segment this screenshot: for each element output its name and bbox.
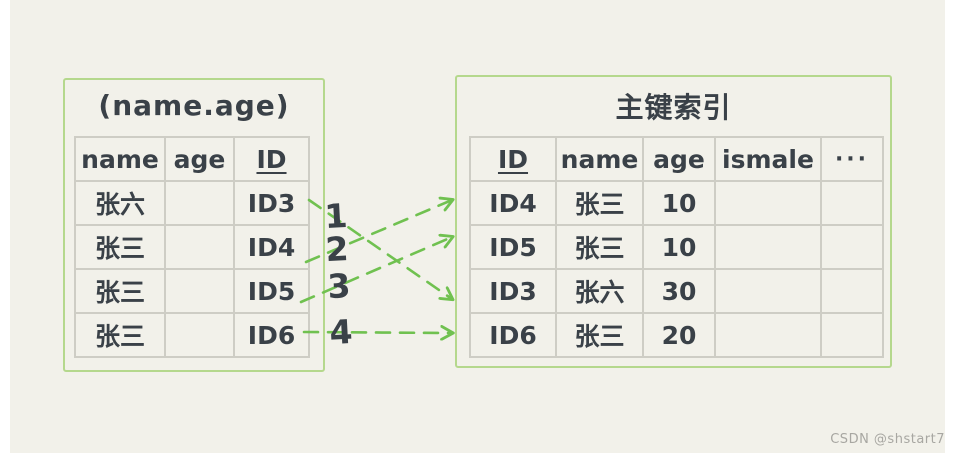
cell-age bbox=[164, 268, 235, 314]
sequence-label-2: 2 bbox=[324, 228, 350, 270]
col-header-age: age bbox=[164, 136, 235, 182]
cell-extra bbox=[820, 180, 884, 226]
watermark-text: CSDN @shstart7 bbox=[830, 432, 945, 447]
cell-age: 10 bbox=[642, 180, 716, 226]
cell-name: 张三 bbox=[74, 224, 166, 270]
cell-age bbox=[164, 224, 235, 270]
table-row: ID3 张六 30 bbox=[469, 268, 884, 314]
cell-ismale bbox=[714, 268, 822, 314]
cell-age bbox=[164, 180, 235, 226]
cell-id: ID3 bbox=[233, 180, 310, 226]
cell-ismale bbox=[714, 224, 822, 270]
cell-name: 张六 bbox=[74, 180, 166, 226]
cell-name: 张六 bbox=[555, 268, 644, 314]
cell-id: ID4 bbox=[469, 180, 557, 226]
cell-id: ID3 bbox=[469, 268, 557, 314]
sequence-label-4: 4 bbox=[328, 311, 354, 353]
table-row: 张六 ID3 bbox=[74, 180, 310, 226]
table-row: 张三 ID5 bbox=[74, 268, 310, 314]
cell-ismale bbox=[714, 312, 822, 358]
sequence-label-3: 3 bbox=[326, 265, 352, 307]
col-header-name: name bbox=[555, 136, 644, 182]
cell-id: ID4 bbox=[233, 224, 310, 270]
cell-ismale bbox=[714, 180, 822, 226]
primary-index-title: 主键索引 bbox=[615, 91, 732, 124]
primary-index-panel: 主键索引 ID name age ismale ··· ID4 张三 10 bbox=[455, 75, 892, 368]
cell-age: 10 bbox=[642, 224, 716, 270]
cell-name: 张三 bbox=[555, 312, 644, 358]
table-row: ID4 张三 10 bbox=[469, 180, 884, 226]
col-header-name: name bbox=[74, 136, 166, 182]
cell-id: ID6 bbox=[469, 312, 557, 358]
cell-id: ID5 bbox=[233, 268, 310, 314]
cell-age: 20 bbox=[642, 312, 716, 358]
cell-age: 30 bbox=[642, 268, 716, 314]
table-row: ID5 张三 10 bbox=[469, 224, 884, 270]
cell-id: ID6 bbox=[233, 312, 310, 358]
col-header-ismale: ismale bbox=[714, 136, 822, 182]
table-row: ID6 张三 20 bbox=[469, 312, 884, 358]
cell-age bbox=[164, 312, 235, 358]
col-header-id: ID bbox=[469, 136, 557, 182]
table-row: 张三 ID4 bbox=[74, 224, 310, 270]
primary-index-table: ID name age ismale ··· ID4 张三 10 ID5 张 bbox=[469, 136, 884, 358]
cell-name: 张三 bbox=[74, 312, 166, 358]
header-row: ID name age ismale ··· bbox=[469, 136, 884, 182]
col-header-ellipsis: ··· bbox=[820, 136, 884, 182]
secondary-index-table: name age ID 张六 ID3 张三 ID4 张三 bbox=[74, 136, 310, 358]
cell-extra bbox=[820, 268, 884, 314]
col-header-id: ID bbox=[233, 136, 310, 182]
cell-extra bbox=[820, 224, 884, 270]
table-row: 张三 ID6 bbox=[74, 312, 310, 358]
col-header-age: age bbox=[642, 136, 716, 182]
cell-extra bbox=[820, 312, 884, 358]
sequence-label-1: 1 bbox=[323, 195, 349, 237]
cell-id: ID5 bbox=[469, 224, 557, 270]
header-row: name age ID bbox=[74, 136, 310, 182]
cell-name: 张三 bbox=[74, 268, 166, 314]
secondary-index-title: (name.age) bbox=[98, 89, 290, 122]
cell-name: 张三 bbox=[555, 180, 644, 226]
cell-name: 张三 bbox=[555, 224, 644, 270]
secondary-index-panel: (name.age) name age ID 张六 ID3 张三 bbox=[63, 78, 325, 372]
